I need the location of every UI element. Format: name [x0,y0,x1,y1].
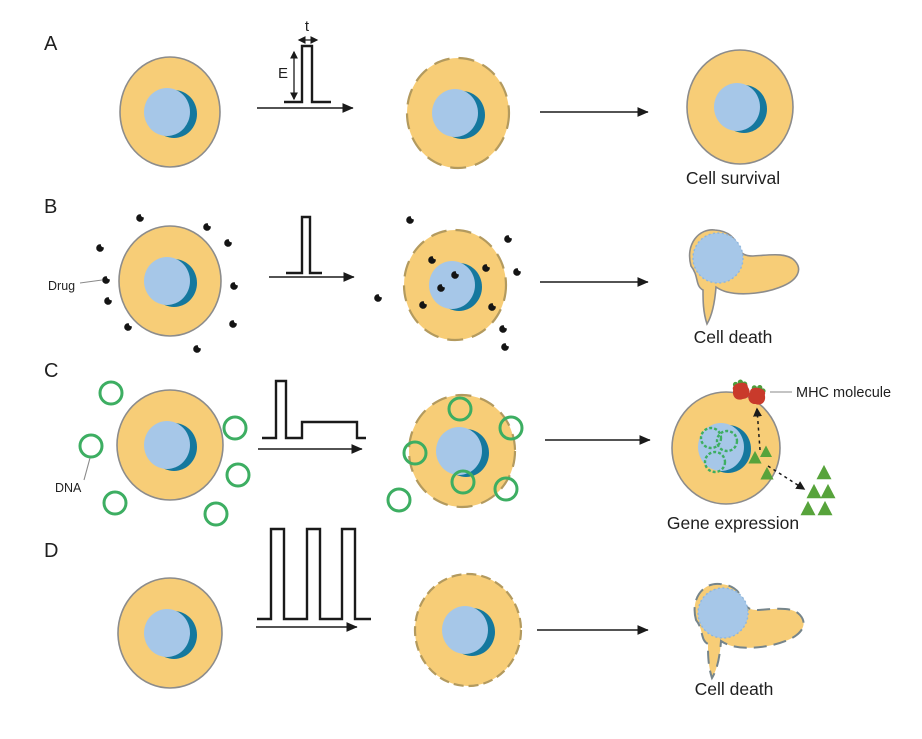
protein-triangle [816,464,832,480]
outcome-label: Cell death [695,679,774,699]
drug-molecule [136,214,144,222]
row-d: D Cell death [44,527,805,699]
drug-molecule [499,325,507,333]
protein-triangle [820,483,836,499]
cell-intact [119,56,221,168]
drug-molecule [230,282,238,290]
row-label-b: B [44,196,57,218]
row-b: B Drug [44,196,800,353]
pulse-waveform-single [269,215,355,282]
secretion-arrow [767,465,806,490]
nucleus [697,587,749,639]
cell-with-dna-outside: DNA [55,380,251,527]
drug-molecule [124,323,132,331]
outcome-label: Cell death [694,327,773,347]
dna-plasmid [98,380,124,406]
drug-molecule [203,223,211,231]
drug-molecule [224,239,232,247]
drug-molecule [501,343,509,351]
protein-triangle [800,500,816,516]
outcome-label: Gene expression [667,513,799,533]
pulse-waveform-train [256,527,371,632]
trafficking-arrow-up [753,407,763,451]
drug-molecule [104,297,112,305]
dna-plasmid [78,433,104,459]
cell-permeabilized-with-drug [374,216,521,351]
drug-molecule [193,345,201,353]
dna-plasmid [102,490,128,516]
protein-triangle [806,483,822,499]
drug-molecule [96,244,104,252]
row-label-d: D [44,540,58,562]
mhc-label: MHC molecule [796,385,891,401]
dna-plasmid [386,487,412,513]
cell-dying-permeabilized [693,582,805,679]
dna-pointer-line [83,457,91,481]
drug-molecule [374,294,382,302]
e-label: E [278,65,288,82]
cell-with-drug-outside: Drug [48,214,238,353]
drug-molecule [229,320,237,328]
drug-molecule [504,235,512,243]
dna-label: DNA [55,481,82,495]
protein-triangle [817,500,833,516]
pulse-waveform-high-low [258,379,366,454]
dna-plasmid [222,415,248,441]
row-a: A E t Cell survival [44,18,794,188]
row-c: C DNA [44,360,891,533]
t-label: t [305,18,310,35]
row-label-a: A [44,33,58,55]
outcome-label: Cell survival [686,168,780,188]
cell-permeabilized-with-dna [386,393,524,513]
cell-permeabilized [405,56,511,170]
cell-intact [117,577,223,689]
drug-molecule [102,276,110,284]
drug-molecule [513,268,521,276]
pulse-waveform-single: E t [257,18,354,113]
cell-recovered [686,49,794,165]
drug-label: Drug [48,279,75,293]
dna-plasmid [203,501,229,527]
nucleus [692,232,744,284]
cell-heavily-permeabilized [413,572,523,688]
drug-molecule [406,216,414,224]
cell-expressing-gene: MHC molecule [671,378,891,516]
row-label-c: C [44,360,58,382]
drug-pointer-line [79,279,103,284]
dna-plasmid [225,462,251,488]
cell-dying [688,229,800,325]
